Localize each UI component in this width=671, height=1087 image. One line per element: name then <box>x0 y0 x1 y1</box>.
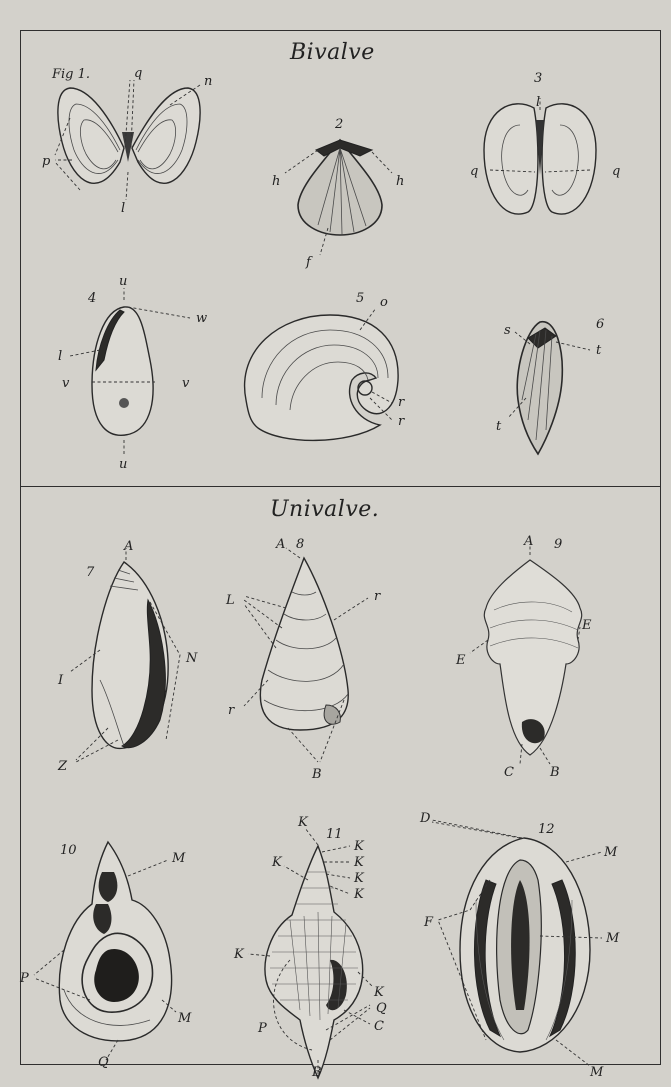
fig-8-label-l: L <box>225 593 235 608</box>
fig-11-label-b: B <box>311 1065 322 1080</box>
fig-5-number: 5 <box>356 291 364 306</box>
fig-2-label-h-left: h <box>272 174 280 189</box>
fig-11-label-k-6: K <box>271 855 283 870</box>
figure-8-top-shell: A 8 L r r B <box>225 537 381 782</box>
fig-1-caption: Fig 1. <box>51 67 90 82</box>
fig-11-label-k-8: K <box>373 985 385 1000</box>
fig-8-label-b: B <box>311 767 322 782</box>
fig-7-number: 7 <box>86 565 95 580</box>
fig-11-label-k-7: K <box>233 947 245 962</box>
fig-9-label-e-right: E <box>581 618 592 633</box>
fig-3-number: 3 <box>534 71 542 86</box>
fig-12-label-d: D <box>419 811 431 826</box>
fig-12-number: 12 <box>538 822 555 837</box>
fig-6-label-s: s <box>504 323 511 338</box>
fig-2-label-h-right: h <box>396 174 404 189</box>
fig-12-label-m-bottom: M <box>589 1065 604 1080</box>
fig-4-label-w: w <box>196 311 207 326</box>
figure-6-pointed-shell: 6 s t t <box>496 317 604 454</box>
fig-11-label-k-5: K <box>353 887 365 902</box>
fig-6-label-t-lower: t <box>496 419 502 434</box>
figure-3-bivalve-pair: 3 l q q <box>470 71 620 214</box>
fig-2-number: 2 <box>334 117 343 132</box>
fig-11-label-k-2: K <box>353 839 365 854</box>
fig-3-label-l: l <box>536 95 540 110</box>
fig-9-label-a: A <box>523 534 533 549</box>
fig-12-label-f: F <box>423 915 434 930</box>
fig-4-label-l: l <box>58 349 62 364</box>
fig-1-label-n: n <box>204 74 212 89</box>
fig-4-label-u-bottom: u <box>119 457 127 472</box>
fig-7-label-a: A <box>123 539 133 554</box>
fig-2-label-f: f <box>305 255 313 270</box>
fig-10-label-q: Q <box>98 1055 109 1070</box>
figure-2-cone-bivalve: 2 h h f <box>272 117 404 270</box>
fig-7-label-n: N <box>185 651 198 666</box>
fig-5-label-r-2: r <box>398 414 405 429</box>
fig-11-label-k-3: K <box>353 855 365 870</box>
fig-8-label-r-right: r <box>374 589 381 604</box>
fig-12-label-m-middle: M <box>605 931 620 946</box>
fig-4-number: 4 <box>87 291 96 306</box>
fig-6-label-t-upper: t <box>596 343 602 358</box>
fig-11-label-p: P <box>257 1021 267 1036</box>
fig-7-label-z: Z <box>57 759 68 774</box>
fig-11-label-k-4: K <box>353 871 365 886</box>
fig-11-label-c: C <box>374 1019 384 1034</box>
fig-9-label-e-left: E <box>455 653 466 668</box>
figure-10-spiral-shell: 10 M P M Q <box>19 842 192 1070</box>
fig-10-number: 10 <box>60 843 77 858</box>
fig-11-label-q: Q <box>376 1001 387 1016</box>
fig-11-label-k-1: K <box>297 815 309 830</box>
figure-4-elongated-valve: 4 u w l v v u <box>58 274 207 472</box>
fig-5-label-o: o <box>380 295 388 310</box>
figure-7-olive-shell: 7 A I N Z <box>57 539 198 774</box>
fig-4-label-v-right: v <box>182 376 190 391</box>
fig-1-label-l: l <box>121 201 125 216</box>
fig-1-label-q: q <box>134 66 142 81</box>
fig-4-label-u-top: u <box>119 274 127 289</box>
fig-8-label-a: A <box>275 537 285 552</box>
fig-12-label-m-top: M <box>603 845 618 860</box>
fig-3-label-q-right: q <box>612 164 620 179</box>
fig-11-number: 11 <box>326 827 343 842</box>
figure-9-winged-shell: A 9 E E C B <box>455 534 592 780</box>
fig-1-label-p: p <box>42 154 51 169</box>
fig-10-label-p: P <box>19 971 29 986</box>
figure-11-whelk-shell: 11 K K K K K K K K C P Q B <box>233 815 387 1080</box>
fig-7-label-i: I <box>57 673 64 688</box>
figure-5-coiled-shell: 5 o r r <box>245 291 405 440</box>
fig-9-label-b: B <box>549 765 560 780</box>
fig-10-label-m-top: M <box>171 851 186 866</box>
fig-10-label-m-bottom: M <box>177 1011 192 1026</box>
fig-4-label-v-left: v <box>62 376 70 391</box>
fig-5-label-r-1: r <box>398 395 405 410</box>
fig-3-label-q-left: q <box>470 164 478 179</box>
fig-9-label-c: C <box>504 765 514 780</box>
fig-6-number: 6 <box>596 317 604 332</box>
figure-12-cowry-shell: D 12 M M F M <box>419 811 620 1080</box>
fig-8-label-r-left: r <box>228 703 235 718</box>
fig-9-number: 9 <box>554 537 562 552</box>
figure-1-open-bivalve: Fig 1. q n p l <box>42 66 212 216</box>
fig-8-number: 8 <box>296 537 304 552</box>
